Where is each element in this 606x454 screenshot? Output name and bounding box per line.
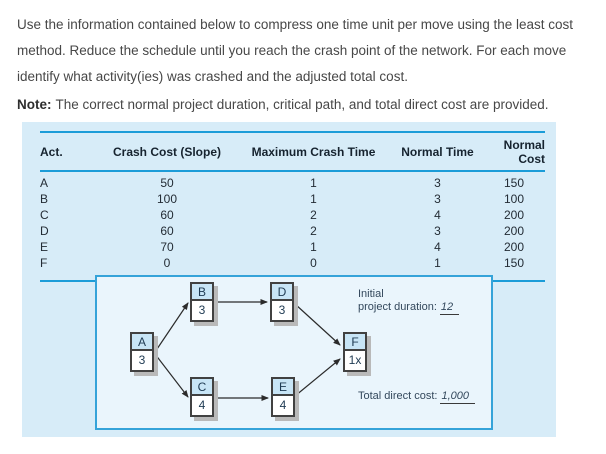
edge-a-b [154,302,189,353]
node-E-duration: 4 [273,396,293,415]
cell-normal-time: 3 [434,176,441,190]
node-F: F 1x [343,332,367,372]
initial-duration-line1: Initial [358,288,384,300]
node-A: A 3 [130,332,154,372]
cell-act: D [40,224,49,238]
cell-max-crash-time: 0 [310,256,317,270]
node-A-label: A [132,334,152,351]
cell-normal-cost: 150 [503,256,524,270]
network-diagram: A 3 B 3 C 4 D 3 E 4 F 1x [95,275,493,430]
node-B: B 3 [190,282,214,322]
cell-act: E [40,240,49,254]
cell-crash-cost: 60 [160,208,174,222]
total-cost-value: 1,000 [440,390,476,404]
node-F-label: F [345,334,365,351]
instructions-line: method. Reduce the schedule until you re… [17,43,567,58]
cell-normal-time: 4 [434,208,441,222]
table-row: E 70 1 4 200 [40,239,545,255]
cell-normal-time: 3 [434,192,441,206]
node-E-label: E [273,379,293,396]
total-cost-label: Total direct cost:1,000 [358,390,476,404]
cell-normal-cost: 150 [503,176,524,190]
cell-normal-time: 3 [434,224,441,238]
node-F-duration: 1x [345,351,365,370]
node-C-duration: 4 [192,396,212,415]
header-act: Act. [40,132,102,172]
cell-crash-cost: 50 [160,176,174,190]
header-crash-cost: Crash Cost (Slope) [102,132,232,172]
initial-duration-label: Initial project duration:12 [358,288,460,315]
edge-a-c [154,353,189,398]
node-C-label: C [192,379,212,396]
cell-normal-cost: 200 [503,224,524,238]
header-normal-time: Normal Time [395,132,480,172]
node-C: C 4 [190,377,214,417]
cell-normal-time: 1 [434,256,441,270]
cell-max-crash-time: 2 [310,224,317,238]
initial-duration-value: 12 [439,301,460,315]
edge-d-f [294,303,341,346]
cell-normal-time: 4 [434,240,441,254]
cell-act: F [40,256,48,270]
instructions-paragraph: Use the information contained below to c… [17,12,597,90]
instructions-line: Use the information contained below to c… [17,17,574,32]
node-B-duration: 3 [192,301,212,320]
cell-max-crash-time: 2 [310,208,317,222]
total-cost-text: Total direct cost: [358,390,438,402]
cell-max-crash-time: 1 [310,176,317,190]
cell-crash-cost: 60 [160,224,174,238]
header-normal-cost: Normal Cost [480,132,545,172]
edge-e-f [294,358,341,397]
cell-crash-cost: 100 [156,192,178,206]
table-row: A 50 1 3 150 [40,171,545,191]
table-header-row: Act. Crash Cost (Slope) Maximum Crash Ti… [40,132,545,172]
initial-duration-line2: project duration: [358,301,437,313]
cell-crash-cost: 0 [163,256,171,270]
node-D-label: D [272,284,292,301]
cell-act: C [40,208,49,222]
cell-act: A [40,176,49,190]
exhibit-panel: Act. Crash Cost (Slope) Maximum Crash Ti… [22,122,556,437]
cell-act: B [40,192,49,206]
table-row: F 0 0 1 150 [40,255,545,281]
cell-crash-cost: 70 [160,240,174,254]
node-B-label: B [192,284,212,301]
table-row: B 100 1 3 100 [40,191,545,207]
node-D-duration: 3 [272,301,292,320]
crash-data-table: Act. Crash Cost (Slope) Maximum Crash Ti… [40,131,545,282]
node-A-duration: 3 [132,351,152,370]
instructions-line: identify what activity(ies) was crashed … [17,69,408,84]
table-row: D 60 2 3 200 [40,223,545,239]
header-max-crash-time: Maximum Crash Time [232,132,395,172]
note-text: The correct normal project duration, cri… [55,97,549,112]
cell-max-crash-time: 1 [310,192,317,206]
cell-normal-cost: 100 [503,192,524,206]
cell-normal-cost: 200 [503,208,524,222]
cell-max-crash-time: 1 [310,240,317,254]
cell-normal-cost: 200 [503,240,524,254]
table-row: C 60 2 4 200 [40,207,545,223]
node-E: E 4 [271,377,295,417]
note-line: Note:The correct normal project duration… [17,92,597,118]
note-label: Note: [17,97,52,112]
node-D: D 3 [270,282,294,322]
edges-layer [154,299,341,401]
